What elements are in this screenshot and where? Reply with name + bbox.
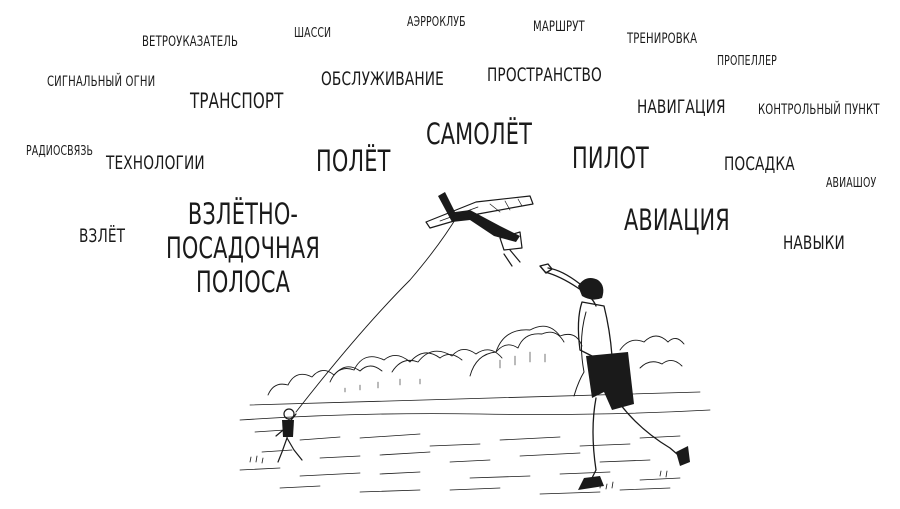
word-aviation: АВИАЦИЯ (624, 203, 730, 237)
word-technology: ТЕХНОЛОГИИ (106, 152, 205, 174)
word-radio: РАДИОСВЯЗЬ (26, 144, 94, 159)
word-runway-line-2: ПОСАДОЧНАЯ (165, 231, 320, 266)
clouds-sketch (267, 325, 685, 396)
word-checkpoint: КОНТРОЛЬНЫЙ ПУНКТ (758, 102, 880, 118)
word-airplane: САМОЛЁТ (426, 117, 532, 151)
word-navigation: НАВИГАЦИЯ (637, 96, 726, 118)
word-maintenance: ОБСЛУЖИВАНИЕ (321, 68, 444, 90)
model-glider (425, 192, 534, 267)
word-signal-lights: СИГНАЛЬНЫЙ ОГНИ (47, 74, 156, 90)
word-runway: ВЗЛЁТНО- ПОСАДОЧНАЯ ПОЛОСА (164, 197, 322, 300)
word-takeoff: ВЗЛЁТ (79, 225, 126, 247)
word-transport: ТРАНСПОРТ (190, 89, 284, 113)
word-windsock: ВЕТРОУКАЗАТЕЛЬ (142, 34, 239, 50)
word-pilot: ПИЛОТ (572, 141, 649, 175)
word-flight: ПОЛЁТ (316, 144, 391, 178)
word-training: ТРЕНИРОВКА (627, 31, 698, 47)
word-aeroclub: АЭРРОКЛУБ (407, 15, 466, 30)
word-runway-line-3: ПОЛОСА (195, 265, 291, 300)
word-chassis: ШАССИ (294, 26, 332, 41)
word-skills: НАВЫКИ (783, 232, 845, 254)
tow-line (295, 214, 459, 413)
word-airshow: АВИАШОУ (826, 176, 877, 191)
word-space: ПРОСТРАНСТВО (487, 64, 602, 86)
word-propeller: ПРОПЕЛЛЕР (717, 54, 777, 69)
word-route: МАРШРУТ (533, 19, 585, 35)
throwing-boy-figure (539, 263, 690, 490)
word-runway-line-1: ВЗЛЁТНО- (187, 197, 299, 231)
helper-figure (275, 408, 303, 463)
meadow-ground (239, 391, 711, 495)
word-landing: ПОСАДКА (724, 153, 795, 175)
